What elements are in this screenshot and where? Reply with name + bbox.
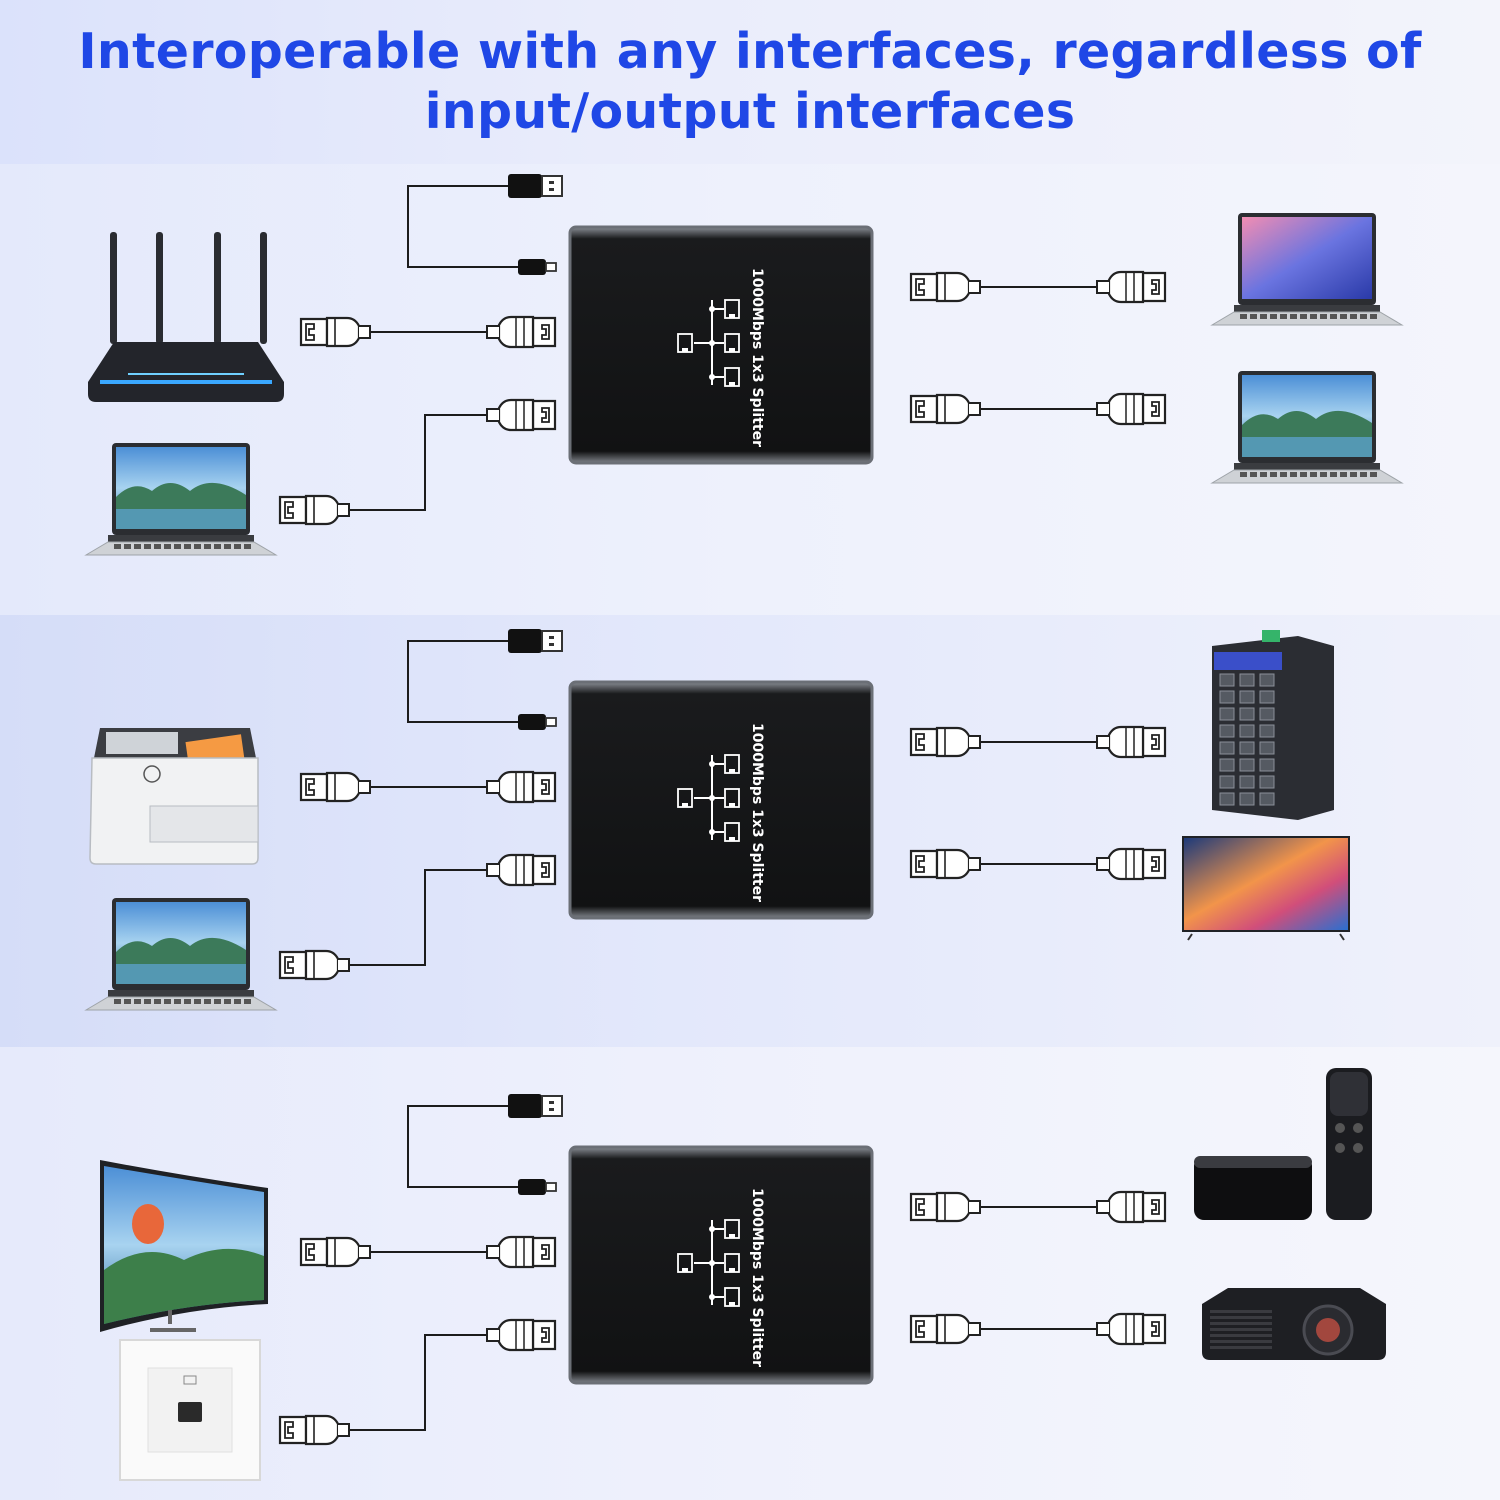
rj45-connector-icon (1095, 1190, 1167, 1224)
rj45-connector-icon (278, 949, 351, 981)
usb-power-cable (407, 1105, 540, 1188)
rj45-connector-icon (485, 1235, 557, 1269)
rj45-connector-icon (909, 271, 982, 303)
micro-usb-plug-icon (517, 258, 557, 276)
ethernet-cable (348, 414, 486, 511)
ethernet-cable (348, 1334, 486, 1431)
splitter-topology-icon (677, 1219, 740, 1307)
streaming-box-icon (1194, 1068, 1372, 1220)
curved-monitor-icon (100, 1160, 268, 1332)
rj45-connector-icon (909, 1191, 982, 1223)
laptop-icon (1210, 213, 1404, 326)
splitter-device: 1000Mbps 1x3 Splitter (568, 680, 874, 920)
usb-power-cable (407, 185, 540, 268)
laptop-icon (84, 443, 278, 556)
rj45-connector-icon (278, 1414, 351, 1446)
rj45-connector-icon (1095, 392, 1167, 426)
network-switch-icon (1212, 630, 1334, 820)
laptop-icon (1210, 371, 1404, 484)
projector-icon (1202, 1288, 1386, 1360)
rj45-connector-icon (1095, 847, 1167, 881)
splitter-label: 1000Mbps 1x3 Splitter (749, 268, 765, 447)
printer-icon (89, 728, 259, 865)
rj45-connector-icon (1095, 725, 1167, 759)
micro-usb-plug-icon (517, 1178, 557, 1196)
ethernet-cable (348, 869, 486, 966)
rj45-connector-icon (485, 770, 557, 804)
rj45-connector-icon (909, 726, 982, 758)
rj45-connector-icon (485, 1318, 557, 1352)
splitter-body (568, 680, 874, 920)
usb-plug-icon (507, 628, 563, 654)
rj45-connector-icon (909, 1313, 982, 1345)
page-title-line-1: Interoperable with any interfaces, regar… (78, 23, 1422, 80)
usb-plug-icon (507, 1093, 563, 1119)
splitter-label: 1000Mbps 1x3 Splitter (749, 723, 765, 902)
header-banner: Interoperable with any interfaces, regar… (0, 0, 1500, 164)
splitter-device: 1000Mbps 1x3 Splitter (568, 225, 874, 465)
rj45-connector-icon (278, 494, 351, 526)
splitter-body (568, 225, 874, 465)
wall-ethernet-socket-icon (119, 1339, 261, 1481)
splitter-topology-icon (677, 754, 740, 842)
micro-usb-plug-icon (517, 713, 557, 731)
rj45-connector-icon (909, 393, 982, 425)
rj45-connector-icon (485, 398, 557, 432)
rj45-connector-icon (299, 771, 372, 803)
rj45-connector-icon (909, 848, 982, 880)
rj45-connector-icon (1095, 1312, 1167, 1346)
splitter-device: 1000Mbps 1x3 Splitter (568, 1145, 874, 1385)
usb-power-cable (407, 640, 540, 723)
rj45-connector-icon (1095, 270, 1167, 304)
rj45-connector-icon (299, 316, 372, 348)
usb-plug-icon (507, 173, 563, 199)
splitter-body (568, 1145, 874, 1385)
splitter-topology-icon (677, 299, 740, 387)
page-title-line-2: input/output interfaces (424, 83, 1076, 140)
router-icon (88, 232, 284, 402)
rj45-connector-icon (485, 315, 557, 349)
rj45-connector-icon (299, 1236, 372, 1268)
splitter-label: 1000Mbps 1x3 Splitter (749, 1188, 765, 1367)
laptop-icon (84, 898, 278, 1011)
tv-icon (1182, 836, 1350, 941)
rj45-connector-icon (485, 853, 557, 887)
